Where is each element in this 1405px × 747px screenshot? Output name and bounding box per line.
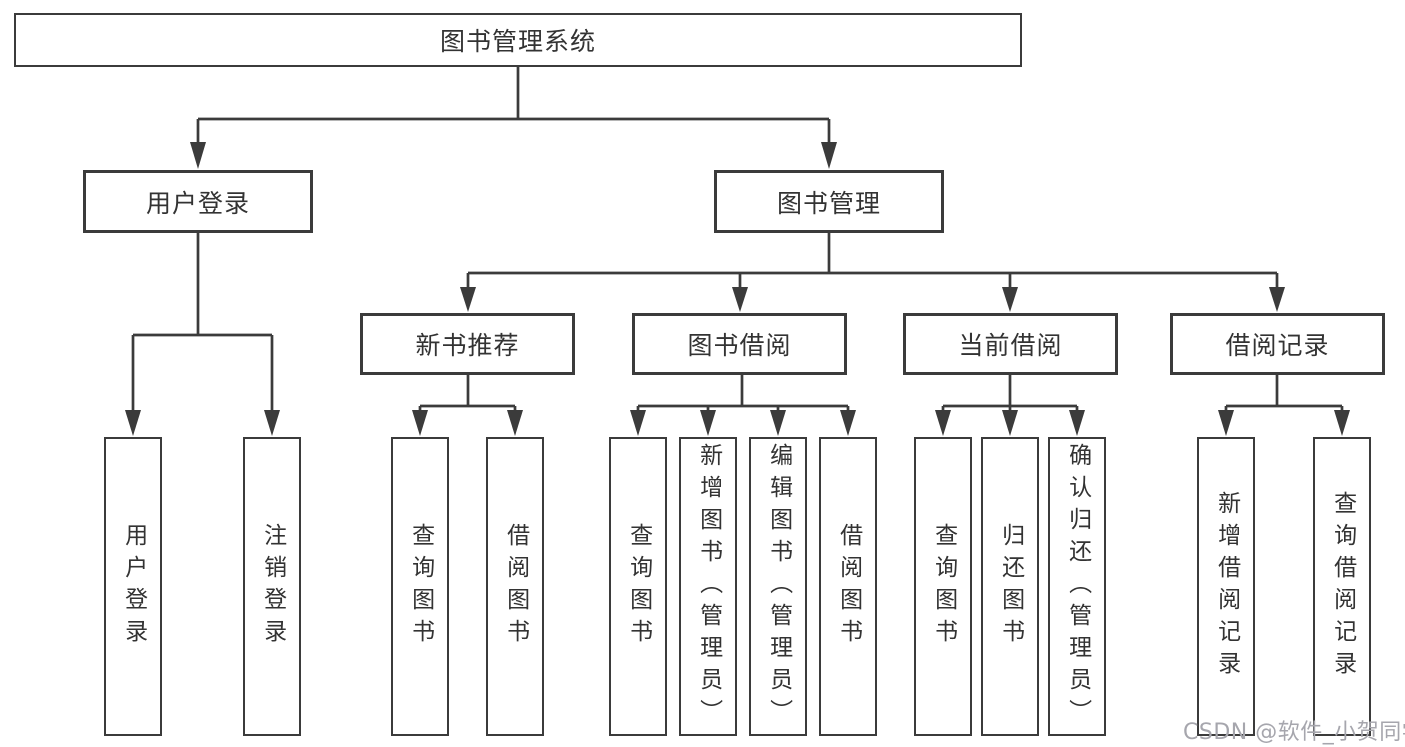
connector-book-borrowing-children (630, 375, 856, 436)
node-book-management-label: 图书管理 (776, 188, 881, 218)
leaf-query-borrow-record: 查询借阅记录 (1313, 437, 1371, 736)
leaf-borrow-books-borrowing-label: 借阅图书 (835, 522, 862, 651)
leaf-confirm-return-admin-label: 确认归还（管理员） (1064, 442, 1091, 731)
leaf-borrow-books-recommend-label: 借阅图书 (502, 522, 529, 651)
leaf-user-login: 用户登录 (104, 437, 162, 736)
leaf-query-books-current-label: 查询图书 (930, 522, 957, 651)
leaf-edit-book-admin: 编辑图书（管理员） (749, 437, 807, 736)
leaf-logout: 注销登录 (243, 437, 301, 736)
leaf-add-book-admin-label: 新增图书（管理员） (695, 442, 722, 731)
node-library-system-label: 图书管理系统 (439, 27, 596, 56)
node-book-management: 图书管理 (714, 170, 944, 233)
connector-book-management-to-level3 (460, 232, 1285, 312)
node-current-borrowing: 当前借阅 (903, 313, 1118, 375)
leaf-add-book-admin: 新增图书（管理员） (679, 437, 737, 736)
leaf-query-books-recommend: 查询图书 (391, 437, 449, 736)
node-new-book-recommendation-label: 新书推荐 (415, 331, 520, 360)
leaf-confirm-return-admin: 确认归还（管理员） (1048, 437, 1106, 736)
leaf-return-books-label: 归还图书 (997, 522, 1024, 651)
leaf-return-books: 归还图书 (981, 437, 1039, 736)
node-library-system: 图书管理系统 (14, 13, 1022, 67)
leaf-borrow-books-borrowing: 借阅图书 (819, 437, 877, 736)
connector-root-to-level2 (190, 67, 837, 169)
node-borrowing-records: 借阅记录 (1170, 313, 1385, 375)
leaf-query-books-borrowing: 查询图书 (609, 437, 667, 736)
leaf-query-books-borrowing-label: 查询图书 (625, 522, 652, 651)
leaf-logout-label: 注销登录 (259, 522, 286, 651)
leaf-edit-book-admin-label: 编辑图书（管理员） (765, 442, 792, 731)
leaf-add-borrow-record: 新增借阅记录 (1197, 437, 1255, 736)
connector-new-book-children (412, 375, 523, 436)
connector-current-borrowing-children (935, 375, 1085, 436)
connector-records-children (1218, 375, 1350, 436)
node-new-book-recommendation: 新书推荐 (360, 313, 575, 375)
leaf-user-login-label: 用户登录 (120, 522, 147, 651)
leaf-query-books-recommend-label: 查询图书 (407, 522, 434, 651)
node-book-borrowing: 图书借阅 (632, 313, 847, 375)
node-current-borrowing-label: 当前借阅 (958, 331, 1063, 360)
leaf-query-books-current: 查询图书 (914, 437, 972, 736)
leaf-add-borrow-record-label: 新增借阅记录 (1213, 490, 1240, 683)
node-borrowing-records-label: 借阅记录 (1225, 331, 1330, 360)
watermark: CSDN @软件_小贺同学 (1183, 720, 1405, 745)
node-book-borrowing-label: 图书借阅 (687, 331, 792, 360)
node-user-login-label: 用户登录 (145, 188, 250, 218)
node-user-login: 用户登录 (83, 170, 313, 233)
leaf-query-borrow-record-label: 查询借阅记录 (1329, 490, 1356, 683)
leaf-borrow-books-recommend: 借阅图书 (486, 437, 544, 736)
connector-user-login-children (125, 232, 280, 436)
